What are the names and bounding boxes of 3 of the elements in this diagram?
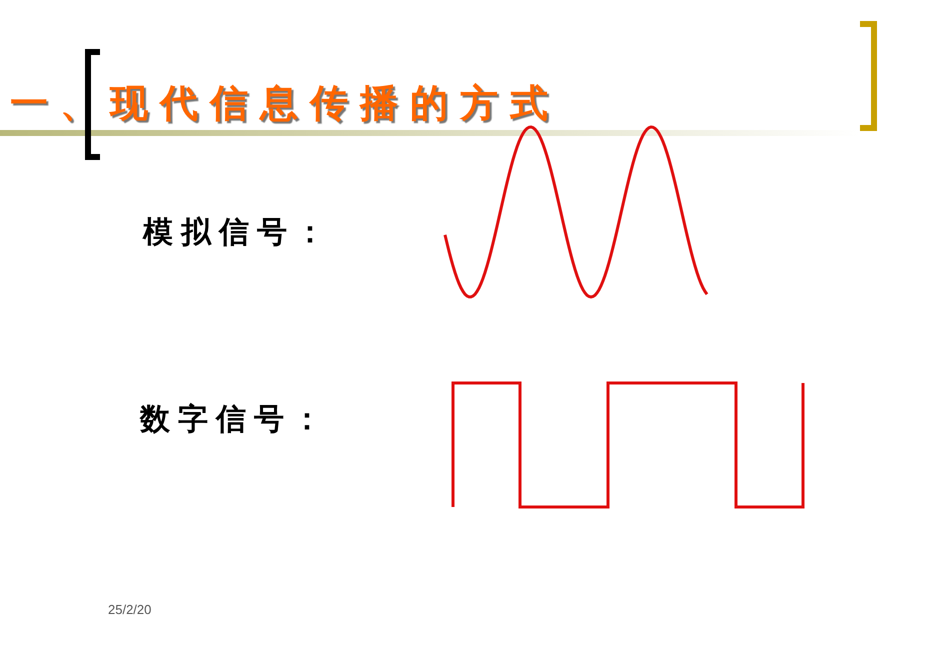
signal-label: 模拟信号： bbox=[143, 218, 333, 248]
date-text: 25/2/20 bbox=[108, 603, 152, 616]
signal-label: 数字信号： bbox=[140, 405, 330, 435]
